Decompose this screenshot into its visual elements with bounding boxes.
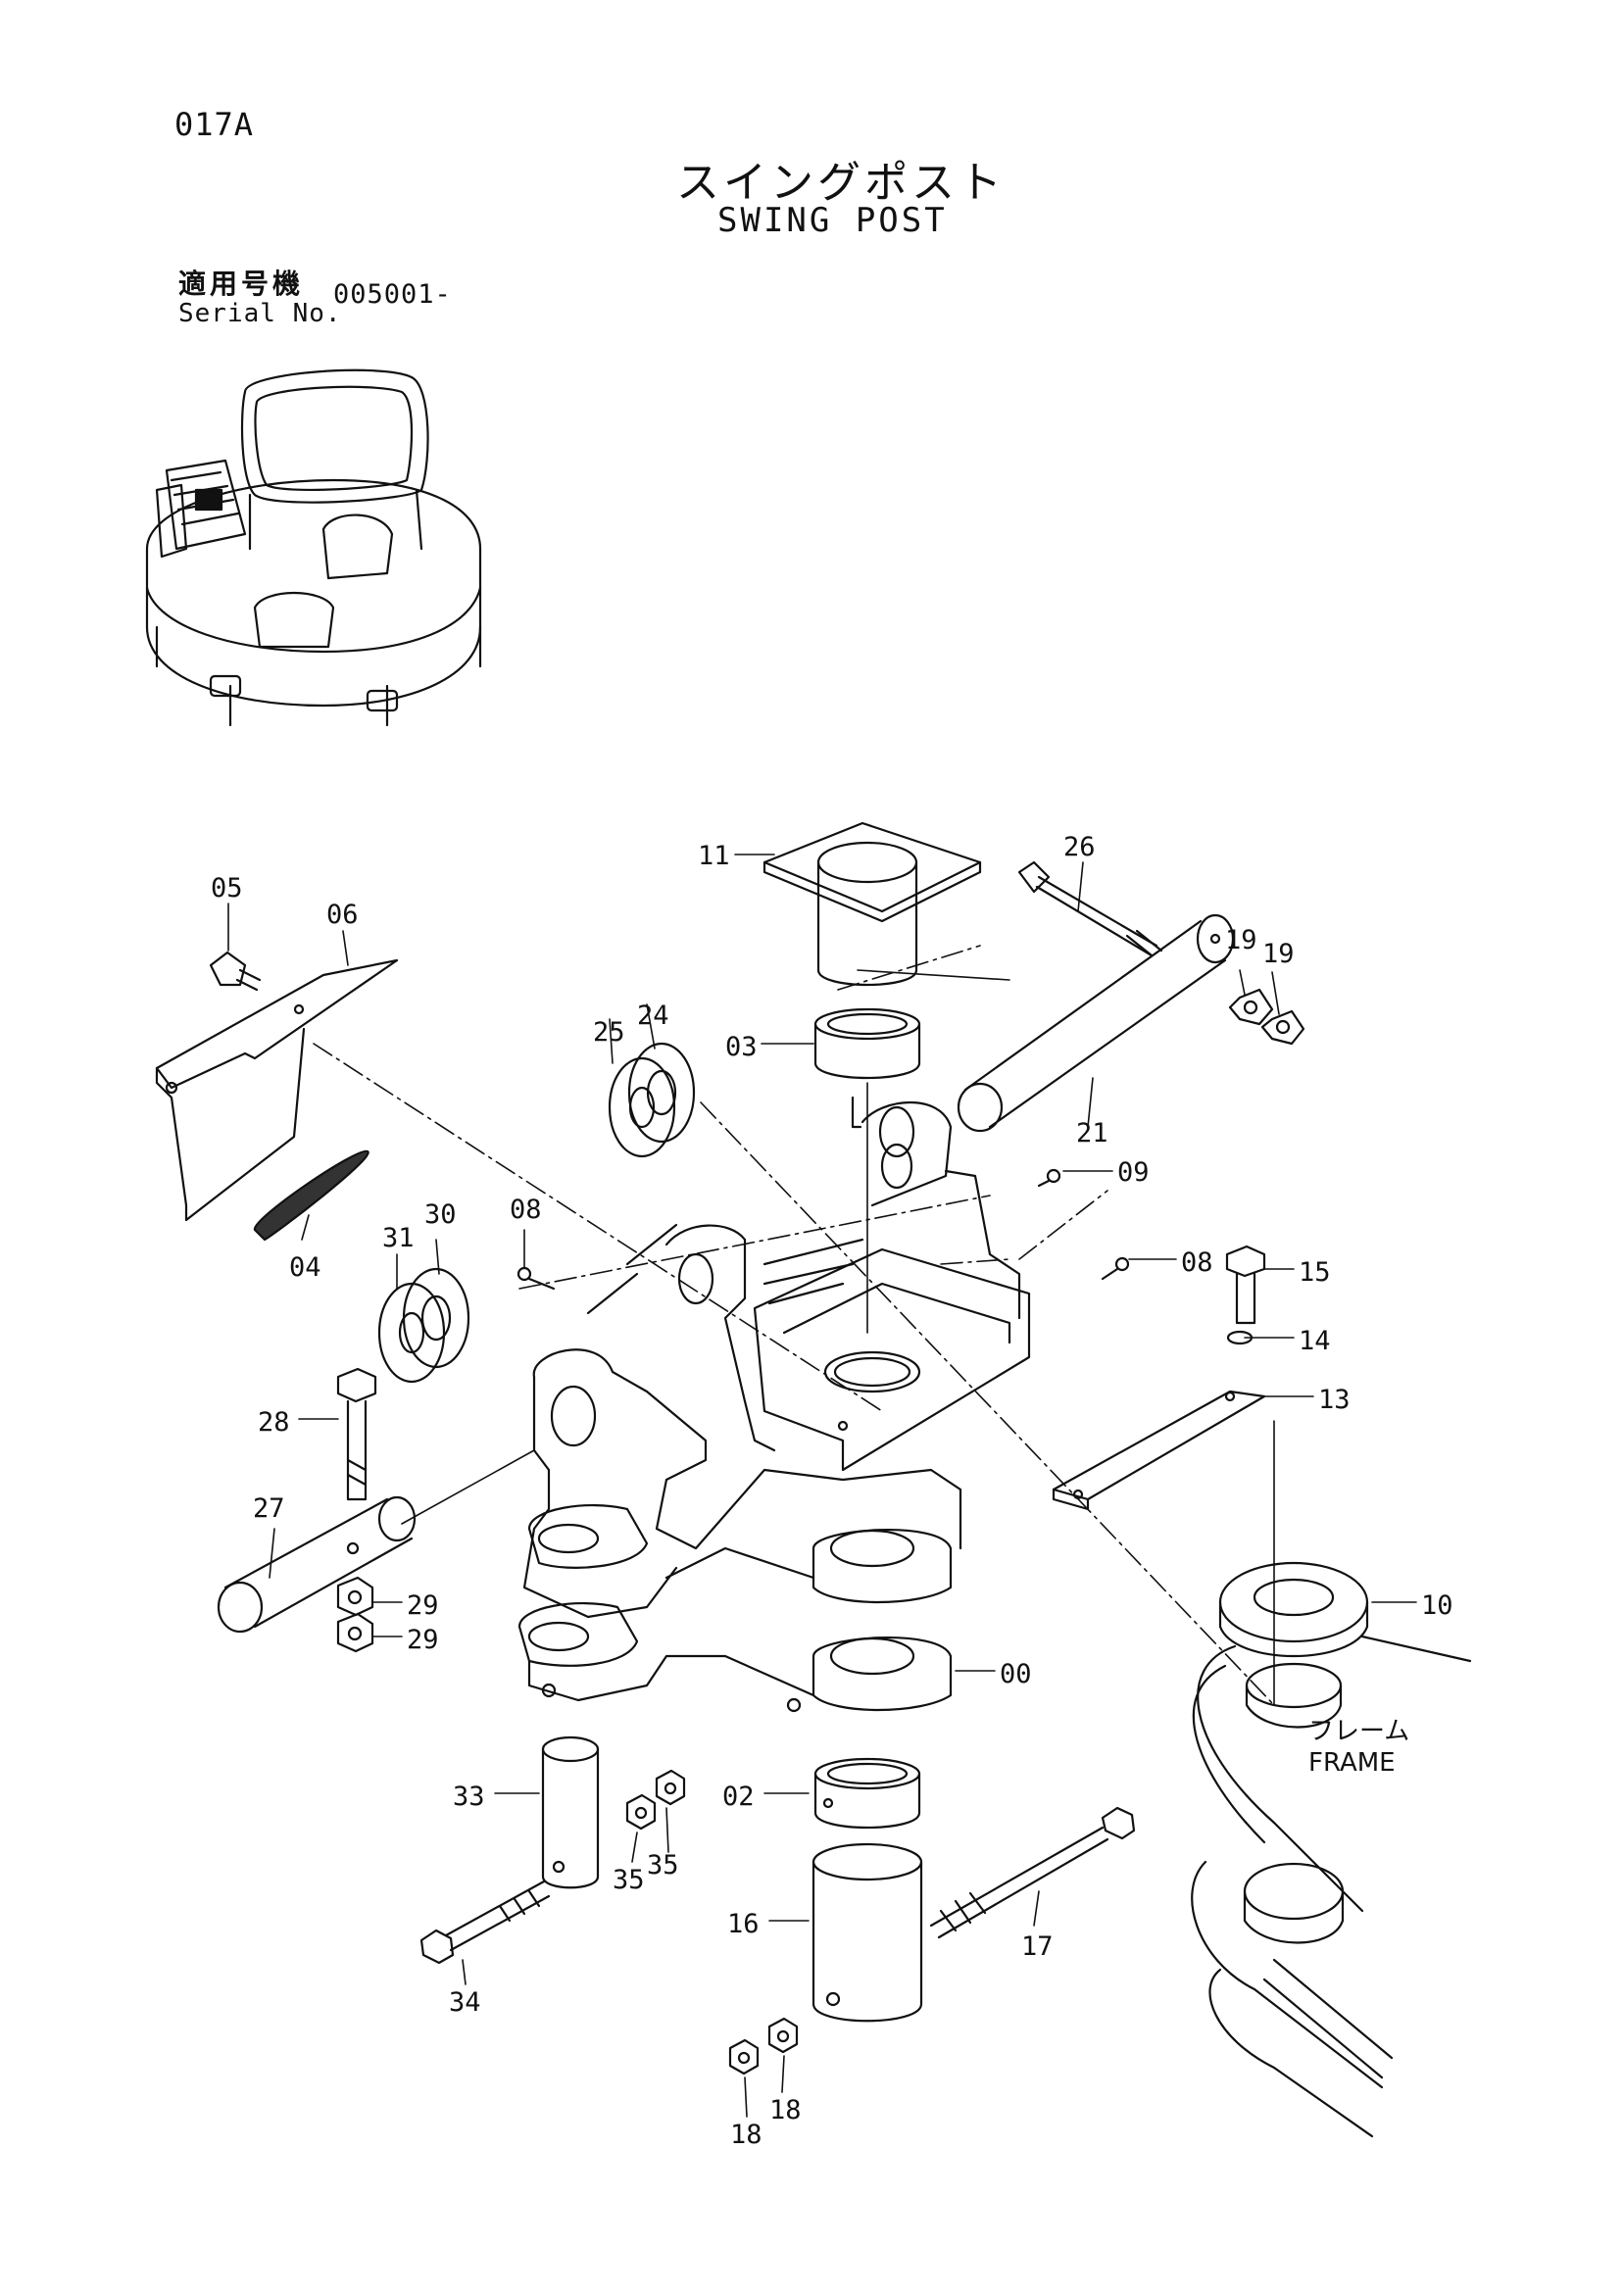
serial-label-jp: 適用号機: [178, 268, 305, 300]
label-part-16: 16: [727, 1909, 760, 1939]
part-06-cover-plate: [155, 958, 399, 1222]
frame-label-en: FRAME: [1308, 1748, 1396, 1778]
label-part-11: 11: [698, 841, 730, 871]
label-part-34: 34: [449, 1987, 481, 2018]
part-33-pin: [541, 1735, 600, 1889]
label-part-10: 10: [1421, 1590, 1453, 1621]
label-part-18b: 18: [769, 2095, 802, 2125]
label-part-25: 25: [593, 1017, 625, 1048]
label-part-31: 31: [382, 1223, 415, 1253]
label-part-18a: 18: [730, 2120, 762, 2150]
label-part-03: 03: [725, 1032, 758, 1062]
page-title-jp: スイングポスト: [676, 158, 1006, 208]
part-15-bolt: [1225, 1245, 1266, 1325]
label-part-08a: 08: [510, 1195, 542, 1225]
label-part-05: 05: [211, 873, 243, 904]
page-title-en: SWING POST: [717, 201, 948, 240]
label-part-30: 30: [424, 1199, 457, 1230]
label-part-04: 04: [289, 1252, 321, 1283]
page-code: 017A: [174, 106, 255, 143]
part-34-bolt: [419, 1880, 551, 1965]
label-part-29b: 29: [407, 1625, 439, 1655]
part-04-rubber-strip: [253, 1149, 369, 1242]
part-02-bushing: [813, 1757, 921, 1830]
part-19-nuts: [1228, 988, 1305, 1046]
label-part-35b: 35: [647, 1850, 679, 1881]
part-00-swing-post: [517, 1096, 1031, 1713]
label-part-24: 24: [637, 1001, 669, 1031]
part-29-nuts: [336, 1576, 374, 1653]
label-part-08b: 08: [1181, 1247, 1213, 1278]
label-part-14: 14: [1299, 1326, 1331, 1356]
serial-number-value: 005001-: [333, 279, 452, 310]
part-30-31-shims: [377, 1267, 470, 1384]
part-05-bolt: [209, 951, 262, 992]
label-part-02: 02: [722, 1782, 755, 1812]
label-part-06: 06: [326, 900, 359, 930]
machine-overview-image: [145, 368, 482, 727]
part-11-flanged-pin: [762, 821, 982, 987]
part-03-bushing: [813, 1007, 921, 1334]
part-16-pin: [812, 1842, 923, 2023]
label-part-15: 15: [1299, 1257, 1331, 1288]
label-part-00: 00: [1000, 1659, 1032, 1689]
frame-outline: [1191, 1635, 1472, 2138]
label-part-28: 28: [258, 1407, 290, 1438]
label-part-21: 21: [1076, 1118, 1108, 1148]
frame-label-jp: フレーム: [1308, 1717, 1409, 1746]
part-27-pin: [217, 1449, 535, 1634]
part-26-bolt: [1017, 860, 1163, 957]
label-part-35a: 35: [613, 1865, 645, 1895]
label-part-27: 27: [253, 1493, 285, 1524]
part-21-pin: [957, 913, 1235, 1133]
part-13-plate: [1052, 1390, 1266, 1511]
part-28-bolt: [336, 1367, 377, 1501]
part-35-nuts: [625, 1769, 686, 1831]
label-part-29a: 29: [407, 1590, 439, 1621]
label-part-09: 09: [1117, 1157, 1150, 1188]
serial-label-en: Serial No.: [178, 299, 342, 328]
label-part-19b: 19: [1262, 939, 1295, 969]
label-part-17: 17: [1021, 1931, 1054, 1962]
label-part-13: 13: [1318, 1385, 1351, 1415]
label-part-33: 33: [453, 1782, 485, 1812]
part-10-thrust-washer: [1218, 1561, 1369, 1657]
label-part-19a: 19: [1225, 925, 1257, 955]
part-18-nuts: [728, 2017, 799, 2076]
part-24-25-shims: [608, 1042, 696, 1158]
part-08-09-grease-fittings: [516, 1168, 1130, 1291]
part-17-bolt: [929, 1806, 1136, 1939]
label-part-26: 26: [1063, 832, 1096, 862]
